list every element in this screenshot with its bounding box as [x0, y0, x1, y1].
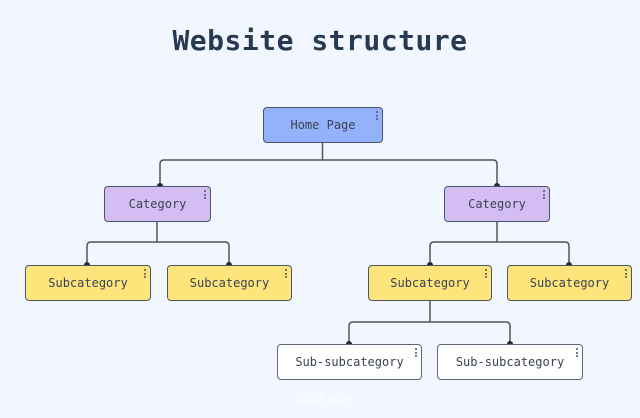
node-label: Category	[128, 197, 187, 211]
node-subcategory-3[interactable]: Subcategory	[368, 265, 492, 301]
node-subcategory-1[interactable]: Subcategory	[25, 265, 151, 301]
connector-home-to-categories	[159, 142, 498, 186]
diagram-title: Website structure	[172, 24, 468, 57]
more-options-icon[interactable]	[285, 269, 287, 280]
more-options-icon[interactable]	[625, 269, 627, 280]
more-options-icon[interactable]	[376, 111, 378, 122]
node-subcategory-4[interactable]: Subcategory	[507, 265, 632, 301]
node-label: Sub-subcategory	[455, 355, 565, 369]
connector-category-right-to-subcategories	[429, 221, 570, 265]
node-label: Home Page	[290, 118, 356, 132]
connector-category-left-to-subcategories	[86, 221, 230, 265]
node-label: Subcategory	[189, 276, 270, 290]
node-sub-subcategory-1[interactable]: Sub-subcategory	[277, 344, 422, 380]
node-home-page[interactable]: Home Page	[263, 107, 383, 143]
node-sub-subcategory-2[interactable]: Sub-subcategory	[437, 344, 583, 380]
node-subcategory-2[interactable]: Subcategory	[167, 265, 292, 301]
more-options-icon[interactable]	[415, 348, 417, 359]
more-options-icon[interactable]	[543, 190, 545, 201]
more-options-icon[interactable]	[204, 190, 206, 201]
node-label: Subcategory	[48, 276, 128, 290]
node-label: Sub-subcategory	[295, 355, 404, 369]
watermark-logo: slickplan	[296, 393, 355, 408]
node-label: Category	[468, 197, 526, 211]
more-options-icon[interactable]	[576, 348, 578, 359]
node-label: Subcategory	[390, 276, 470, 290]
node-label: Subcategory	[529, 276, 610, 290]
more-options-icon[interactable]	[485, 269, 487, 280]
node-category-right[interactable]: Category	[444, 186, 550, 222]
more-options-icon[interactable]	[144, 269, 146, 280]
connector-subcategory-to-sub-subcategories	[348, 300, 511, 344]
node-category-left[interactable]: Category	[104, 186, 211, 222]
